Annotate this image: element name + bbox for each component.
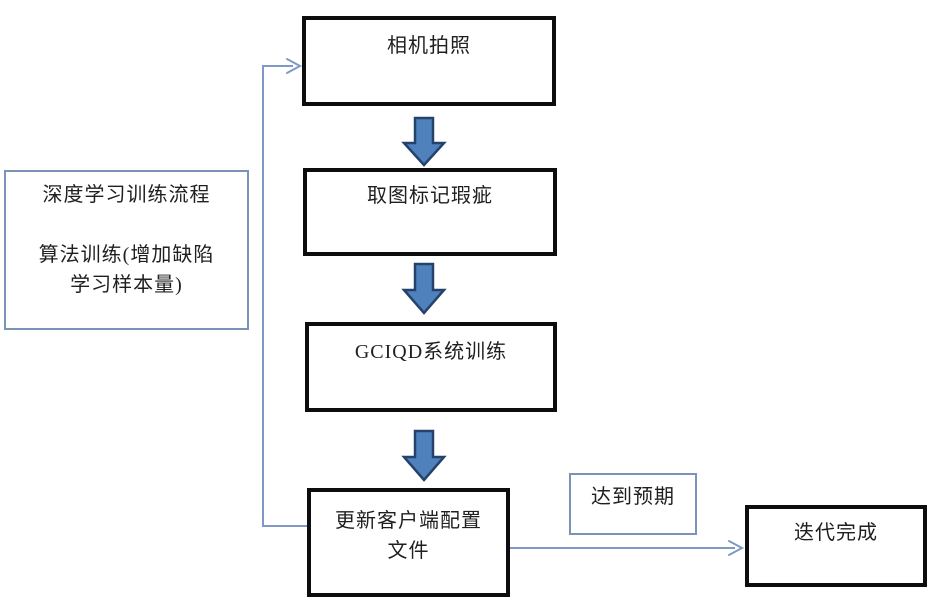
node-note: 深度学习训练流程 算法训练(增加缺陷 学习样本量) [4, 170, 249, 330]
node-done: 迭代完成 [745, 505, 927, 587]
node-update-config-line2: 文件 [387, 540, 430, 562]
right-open-arrowhead-icon [286, 58, 303, 74]
node-camera-label: 相机拍照 [387, 35, 471, 57]
node-update-config: 更新客户端配置 文件 [307, 488, 510, 597]
node-expectation: 达到预期 [569, 473, 697, 535]
node-expectation-label: 达到预期 [591, 486, 675, 508]
right-open-arrowhead-icon [728, 540, 745, 556]
node-done-label: 迭代完成 [794, 522, 878, 544]
note-title: 深度学习训练流程 [42, 184, 211, 206]
node-mark-defects: 取图标记瑕疵 [303, 168, 557, 256]
node-system-training-label: GCIQD系统训练 [354, 341, 508, 363]
node-system-training: GCIQD系统训练 [305, 322, 557, 412]
node-mark-defects-label: 取图标记瑕疵 [367, 185, 493, 207]
down-block-arrow-icon [401, 262, 447, 315]
note-spacer [6, 210, 247, 240]
node-update-config-line1: 更新客户端配置 [335, 510, 482, 532]
feedback-connector-line [262, 58, 307, 527]
node-camera: 相机拍照 [302, 16, 556, 106]
down-block-arrow-icon [401, 116, 447, 167]
done-connector-line [510, 540, 745, 556]
note-body-line2: 学习样本量) [70, 274, 183, 296]
note-body-line1: 算法训练(增加缺陷 [38, 244, 215, 266]
down-block-arrow-icon [401, 429, 447, 482]
